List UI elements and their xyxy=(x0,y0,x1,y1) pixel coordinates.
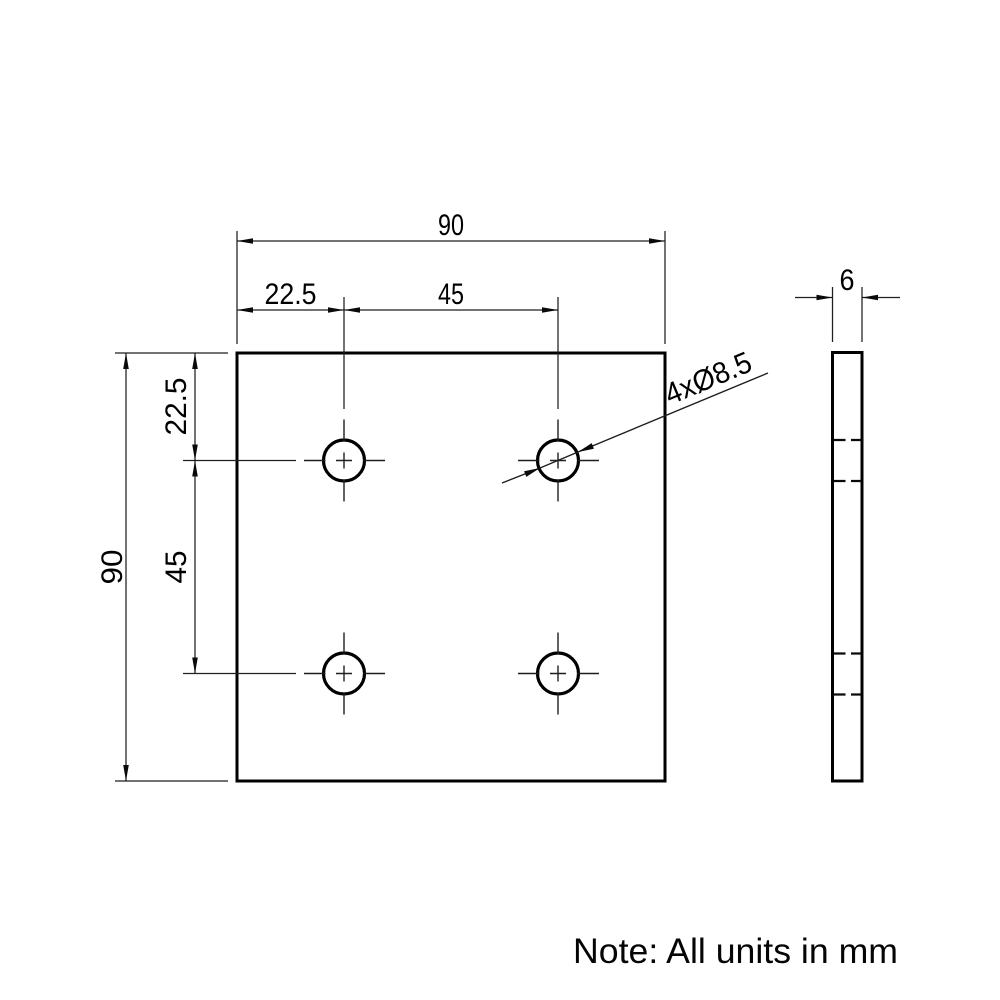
extension-lines xyxy=(236,231,666,344)
dimension-hole-pitch-y: 45 xyxy=(160,460,198,674)
units-note: Note: All units in mm xyxy=(573,932,898,971)
dimension-hole-pitch-x: 45 xyxy=(344,278,558,313)
dimension-value-hole-pitch-x: 45 xyxy=(438,278,464,311)
dimension-hole-offset-y: 22.5 xyxy=(160,353,198,461)
side-profile-outline xyxy=(831,351,864,783)
dimension-plate-width: 90 xyxy=(236,209,666,344)
arrowhead-left xyxy=(816,294,833,301)
hole-bottom-right xyxy=(518,632,599,715)
hole-top-left xyxy=(304,419,385,502)
front-view xyxy=(183,297,667,783)
side-view xyxy=(831,351,864,783)
arrowhead-right xyxy=(862,294,878,301)
dimension-thickness: 6 xyxy=(795,264,900,342)
arrowhead-upper xyxy=(578,443,594,452)
arrowhead-left xyxy=(237,238,253,244)
arrowhead-right xyxy=(328,307,344,313)
dimension-hole-offset-x: 22.5 xyxy=(237,278,344,313)
dimension-value-hole-offset-x: 22.5 xyxy=(265,278,317,311)
arrowhead-right xyxy=(649,238,665,244)
dimension-value-hole-offset-y: 22.5 xyxy=(160,378,193,436)
leader-line xyxy=(501,372,769,484)
hole-bottom-left xyxy=(304,632,385,715)
dimension-value-hole-pitch-y: 45 xyxy=(160,551,193,584)
hole-callout-text: 4xØ8.5 xyxy=(660,346,757,411)
arrowhead-bottom xyxy=(192,444,198,461)
extension-lines xyxy=(115,352,228,782)
arrowhead-bottom xyxy=(192,657,198,674)
arrowhead-right xyxy=(542,307,558,313)
dimension-plate-height: 90 xyxy=(96,352,228,782)
arrowhead-left xyxy=(344,307,360,313)
center-mark xyxy=(518,632,599,715)
center-mark xyxy=(304,419,385,502)
arrowhead-top xyxy=(123,353,129,369)
dimension-value-plate-width: 90 xyxy=(438,209,464,242)
center-mark xyxy=(304,632,385,715)
dimension-value-thickness: 6 xyxy=(840,264,855,297)
dimension-value-plate-height: 90 xyxy=(96,550,129,585)
arrowhead-lower xyxy=(524,468,540,477)
arrowhead-top xyxy=(192,353,198,369)
plate-outline xyxy=(235,351,667,783)
hole-centerline-extensions xyxy=(183,297,559,675)
arrowhead-left xyxy=(237,307,253,313)
extension-lines xyxy=(831,287,863,342)
arrowhead-top xyxy=(192,460,198,477)
arrowhead-bottom xyxy=(123,765,129,781)
